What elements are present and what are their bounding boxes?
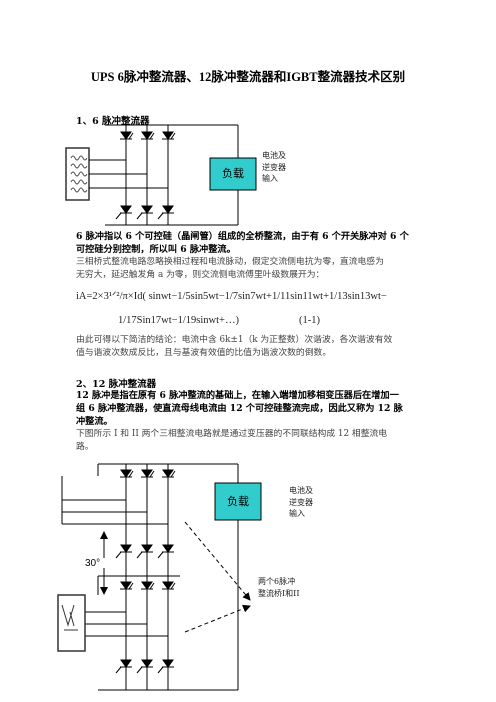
- text-line: 12 脉冲是指在原有 6 脉冲整流的基础上，在输入端增加移相变压器后在增加一: [76, 390, 399, 401]
- section1-heading: 1、6 脉冲整流器: [76, 116, 150, 127]
- side-note-1: 电池及 逆变器 输入: [262, 150, 286, 185]
- load-box-2: [214, 482, 262, 521]
- side-note-line: 电池及: [289, 486, 313, 495]
- text-line: 冲整流。: [76, 416, 113, 427]
- formula-line-2: 1/17Sin17wt−1/19sinwt+…): [118, 315, 239, 326]
- page-title: UPS 6脉冲整流器、12脉冲整流器和IGBT整流器技术区别: [90, 70, 406, 84]
- source-waveform-icon: [70, 155, 88, 193]
- six-pulse-thyristors: [115, 131, 176, 220]
- text-line: 由此可得以下简洁的结论：电流中含 6k±1（k 为正整数）次谐波，各次谐波有效: [76, 335, 393, 345]
- twelve-pulse-thyristors: [115, 469, 176, 674]
- formula-number: (1-1): [299, 315, 320, 326]
- text-line: 6 脉冲指以 6 个可控硅（晶闸管）组成的全桥整流，由于有 6 个开关脉冲对 6…: [76, 231, 409, 242]
- side-note-line: 电池及: [262, 151, 286, 160]
- text-line: 值与谐波次数成反比，且与基波有效值的比值为谐波次数的倒数。: [76, 348, 332, 358]
- text-line: 三相桥式整流电路忽略换相过程和电流脉动，假定交流侧电抗为零，直流电感为: [76, 257, 384, 267]
- section2-body-text: 下图所示 I 和 II 两个三相整流电路就是通过变压器的不同联结构成 12 相整…: [76, 428, 428, 454]
- side-note-line: 输入: [262, 174, 278, 183]
- bridge-note-line: 两个6脉冲: [258, 577, 296, 586]
- section2-bold-text: 12 脉冲是指在原有 6 脉冲整流的基础上，在输入端增加移相变压器后在增加一 组…: [76, 389, 428, 428]
- side-note-2: 电池及 逆变器 输入: [289, 485, 313, 520]
- text-line: 下图所示 I 和 II 两个三相整流电路就是通过变压器的不同联结构成 12 相整…: [76, 429, 388, 439]
- section1-conclusion: 由此可得以下简洁的结论：电流中含 6k±1（k 为正整数）次谐波，各次谐波有效 …: [76, 334, 428, 360]
- text-line: 路。: [76, 442, 94, 452]
- formula-line-1: iA=2×3¹ᐟ²/π×Id( sinwt−1/5sin5wt−1/7sin7w…: [76, 291, 387, 302]
- transformer-box: [57, 594, 86, 652]
- section1-bold-text: 6 脉冲指以 6 个可控硅（晶闸管）组成的全桥整流，由于有 6 个开关脉冲对 6…: [76, 230, 428, 256]
- section2-heading: 2、12 脉冲整流器: [76, 379, 157, 390]
- bridge-note: 两个6脉冲 整流桥I和II: [258, 576, 299, 599]
- bridge-note-line: 整流桥I和II: [258, 588, 300, 598]
- load-label-1: 负载: [222, 167, 244, 180]
- phase-shift-label: 30°: [85, 558, 101, 569]
- text-line: 组 6 脉冲整流器，使直流母线电流由 12 个可控硅整流完成，因此又称为 12 …: [76, 403, 403, 414]
- section1-body-text: 三相桥式整流电路忽略换相过程和电流脉动，假定交流侧电抗为零，直流电感为 无穷大，…: [76, 256, 428, 282]
- transformer-winding-icon: [61, 604, 78, 631]
- text-line: 无穷大，延迟触发角 a 为零，则交流侧电流傅里叶级数展开为：: [76, 270, 325, 280]
- text-line: 可控硅分别控制，所以叫 6 脉冲整流。: [76, 244, 236, 255]
- load-box-1: [209, 157, 257, 191]
- side-note-line: 输入: [289, 509, 305, 518]
- side-note-line: 逆变器: [289, 497, 313, 507]
- load-label-2: 负载: [227, 495, 249, 508]
- side-note-line: 逆变器: [262, 162, 286, 172]
